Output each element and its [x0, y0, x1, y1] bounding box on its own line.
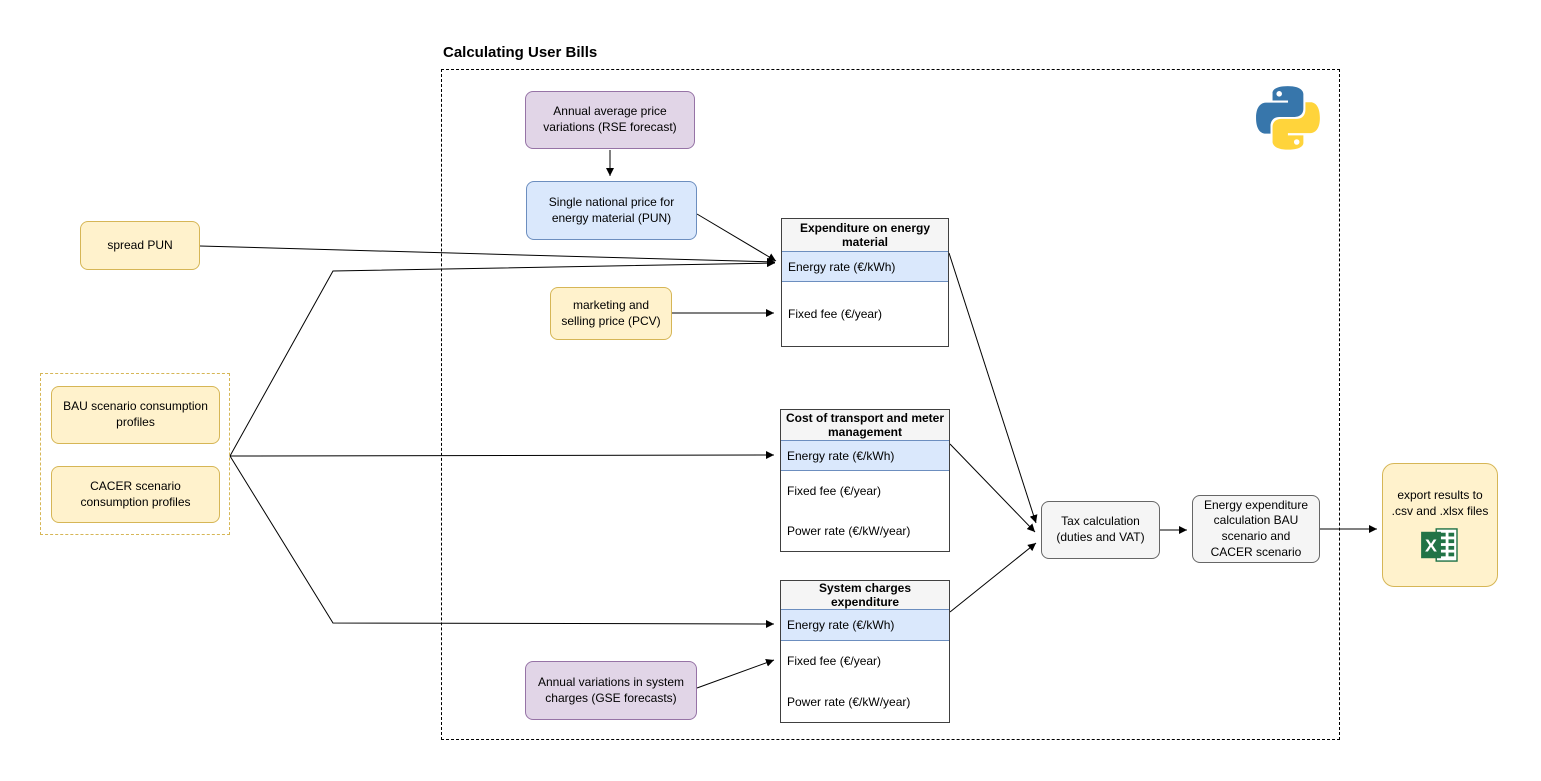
node-bau-profiles: BAU scenario consumption profiles: [51, 386, 220, 444]
table-header: Cost of transport and meter management: [781, 410, 949, 440]
node-marketing-selling-price: marketing and selling price (PCV): [550, 287, 672, 340]
edge-gse-to-fixed-fee-3: [696, 658, 775, 689]
node-tax-calculation-label: Tax calculation (duties and VAT): [1056, 514, 1145, 544]
node-export-results: export results to .csv and .xlsx files X: [1382, 463, 1498, 587]
edge-profiles-to-energy-rate-3: [229, 455, 775, 628]
table-row-label: Energy rate (€/kWh): [787, 448, 895, 463]
node-tax-calculation: Tax calculation (duties and VAT): [1041, 501, 1160, 559]
table-row-fixed-fee: Fixed fee (€/year): [781, 641, 949, 681]
edge-table1-to-tax: [948, 252, 1038, 524]
node-single-national-price-label: Single national price for energy materia…: [548, 194, 675, 225]
table-transport-meter-management: Cost of transport and meter management E…: [780, 409, 950, 552]
calculation-boundary: [441, 69, 1340, 740]
table-row-energy-rate: Energy rate (€/kWh): [781, 609, 949, 641]
table-row-label: Fixed fee (€/year): [787, 654, 882, 668]
node-cacer-profiles: CACER scenario consumption profiles: [51, 466, 220, 523]
page-title: Calculating User Bills: [443, 44, 598, 61]
node-export-results-label: export results to .csv and .xlsx files: [1391, 488, 1489, 518]
table-expenditure-energy-material: Expenditure on energy material Energy ra…: [781, 218, 949, 347]
table-row-label: Power rate (€/kW/year): [787, 524, 911, 538]
table-row-energy-rate: Energy rate (€/kWh): [782, 251, 948, 282]
node-spread-pun: spread PUN: [80, 221, 200, 270]
table-row-fixed-fee: Fixed fee (€/year): [781, 471, 949, 511]
node-marketing-selling-price-label: marketing and selling price (PCV): [561, 297, 661, 328]
table-row-label: Fixed fee (€/year): [787, 484, 882, 498]
table-row-label: Power rate (€/kW/year): [787, 694, 911, 709]
node-system-charges-variations: Annual variations in system charges (GSE…: [525, 661, 697, 720]
node-cacer-profiles-label: CACER scenario consumption profiles: [80, 478, 191, 509]
table-row-label: Energy rate (€/kWh): [788, 259, 896, 274]
table-row-label: Fixed fee (€/year): [788, 307, 883, 321]
node-energy-expenditure-calculation: Energy expenditure calculation BAU scena…: [1192, 495, 1320, 563]
edge-table3-to-tax: [949, 542, 1037, 613]
table-header: Expenditure on energy material: [782, 219, 948, 251]
edge-profiles-to-energy-rate-1: [229, 259, 776, 457]
table-header: System charges expenditure: [781, 581, 949, 609]
node-single-national-price: Single national price for energy materia…: [526, 181, 697, 240]
consumption-profiles-group: [40, 373, 230, 535]
node-system-charges-variations-label: Annual variations in system charges (GSE…: [537, 674, 685, 705]
edge-pun-to-energy-rate-1: [696, 213, 777, 262]
table-system-charges-expenditure: System charges expenditure Energy rate (…: [780, 580, 950, 723]
table-row-power-rate: Power rate (€/kW/year): [781, 511, 949, 551]
edge-table2-to-tax: [949, 443, 1036, 533]
table-row-fixed-fee: Fixed fee (€/year): [782, 282, 948, 346]
node-bau-profiles-label: BAU scenario consumption profiles: [63, 399, 208, 429]
edge-profiles-to-energy-rate-2: [229, 451, 775, 460]
edge-spread-pun-to-energy-rate-1: [199, 245, 776, 266]
excel-icon: X: [1421, 527, 1458, 562]
python-logo-icon: [1256, 86, 1320, 150]
node-spread-pun-label: spread PUN: [107, 237, 173, 252]
node-energy-expenditure-calculation-label: Energy expenditure calculation BAU scena…: [1203, 497, 1309, 559]
table-row-energy-rate: Energy rate (€/kWh): [781, 440, 949, 471]
svg-text:X: X: [1425, 535, 1437, 555]
table-row-label: Energy rate (€/kWh): [787, 618, 895, 632]
table-row-power-rate: Power rate (€/kW/year): [781, 681, 949, 722]
node-annual-price-variations: Annual average price variations (RSE for…: [525, 91, 695, 149]
node-annual-price-variations-label: Annual average price variations (RSE for…: [543, 104, 677, 134]
